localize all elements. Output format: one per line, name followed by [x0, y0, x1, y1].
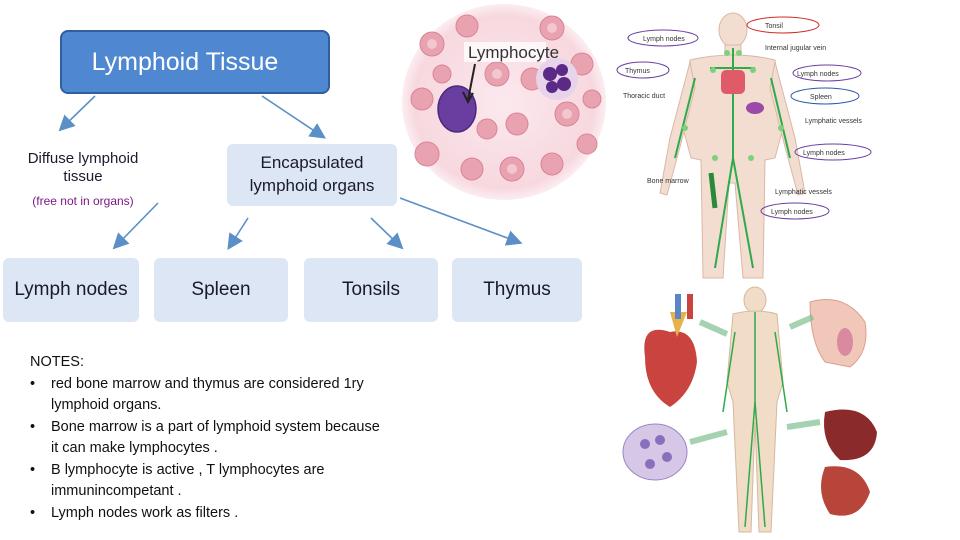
notes-section: NOTES: •red bone marrow and thymus are c…: [30, 352, 390, 524]
pointer-arrow-icon: [467, 63, 476, 101]
note-item: •Lymph nodes work as filters .: [30, 504, 239, 521]
body-label-lymph-nodes-4: Lymph nodes: [771, 209, 813, 216]
body-label-tonsil: Tonsil: [765, 23, 783, 30]
arrow-to-encapsulated: [261, 95, 326, 139]
notes-heading: NOTES:: [30, 354, 84, 370]
body-label-bone-marrow: Bone marrow: [647, 178, 690, 185]
arrow-to-spleen: [227, 217, 249, 251]
thymus-box: Thymus: [452, 258, 582, 322]
diagram-title-text: Lymphoid Tissue: [91, 47, 279, 76]
lymphatic-body-chart: Lymph nodes Tonsil Internal jugular vein…: [615, 8, 895, 283]
body-label-spleen: Spleen: [810, 94, 832, 101]
encapsulated-label: Encapsulated lymphoid organs: [249, 153, 375, 195]
diffuse-label: Diffuse lymphoid tissue: [27, 149, 139, 185]
diffuse-lymphoid-box: Diffuse lymphoid tissue (free not in org…: [8, 145, 158, 213]
arrow-to-thymus: [399, 197, 523, 246]
diffuse-sublabel: (free not in organs): [32, 193, 134, 208]
body-label-thoracic-duct: Thoracic duct: [623, 93, 665, 100]
neutrophil-cell: [536, 58, 578, 100]
diagram-title: Lymphoid Tissue: [60, 30, 330, 94]
body-label-jugular: Internal jugular vein: [765, 45, 826, 52]
body-label-lymphatic-vessels-1: Lymphatic vessels: [805, 118, 862, 125]
tonsils-box: Tonsils: [304, 258, 438, 322]
note-item: •B lymphocyte is active , T lymphocytes …: [30, 461, 325, 500]
note-item: •red bone marrow and thymus are consider…: [30, 375, 364, 414]
micrograph-label: Lymphocyte: [468, 43, 559, 62]
body-label-lymphatic-vessels-2: Lymphatic vessels: [775, 189, 832, 196]
lymph-nodes-label: Lymph nodes: [14, 279, 128, 300]
spleen-label: Spleen: [191, 279, 251, 300]
arrow-to-diffuse: [58, 95, 96, 132]
arrow-to-tonsils: [370, 217, 404, 250]
lymphocyte-micrograph: Lymphocyte: [402, 4, 607, 200]
notes-list: •red bone marrow and thymus are consider…: [30, 374, 390, 525]
note-item: •Bone marrow is a part of lymphoid syste…: [30, 418, 380, 457]
lymph-nodes-box: Lymph nodes: [3, 258, 139, 322]
thymus-label: Thymus: [483, 279, 551, 300]
body-label-lymph-nodes-2: Lymph nodes: [797, 71, 839, 78]
body-label-lymph-nodes-1: Lymph nodes: [643, 36, 685, 43]
arrow-to-lymph-nodes: [112, 202, 159, 250]
body-label-lymph-nodes-3: Lymph nodes: [803, 150, 845, 157]
lymphoid-organs-illustration: [615, 282, 895, 537]
encapsulated-organs-box: Encapsulated lymphoid organs: [227, 144, 397, 206]
spleen-box: Spleen: [154, 258, 288, 322]
body-label-thymus: Thymus: [625, 68, 650, 75]
tonsils-label: Tonsils: [341, 279, 401, 300]
